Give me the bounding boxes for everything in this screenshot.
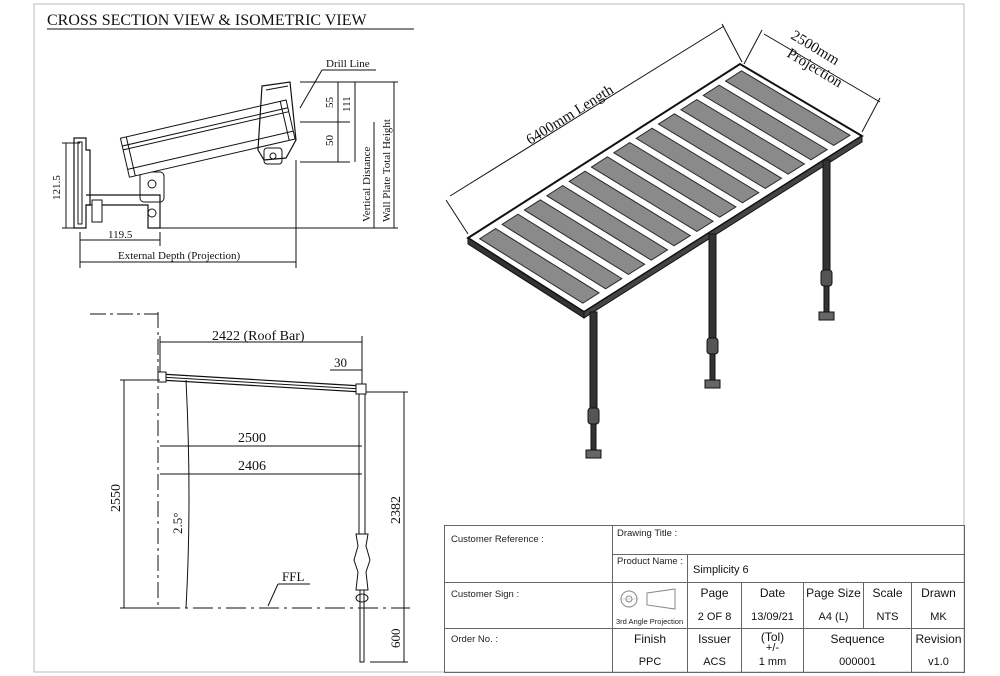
customer-reference-label: Customer Reference : (451, 534, 544, 545)
external-depth-label: External Depth (Projection) (118, 250, 241, 262)
sequence-header: Sequence (830, 632, 885, 646)
revision-header: Revision (915, 632, 962, 646)
gutter-end (257, 81, 297, 161)
tb-divider-v3 (741, 582, 742, 673)
tb-divider-v6 (911, 582, 912, 673)
title-block: Customer Reference : Drawing Title : Pro… (444, 525, 965, 673)
dim-600: 600 (388, 629, 403, 649)
tb-divider-v5 (863, 582, 864, 629)
vertical-distance-label: Vertical Distance (361, 146, 373, 222)
dim-121-5: 121.5 (51, 175, 63, 200)
tb-divider-h1 (612, 554, 965, 555)
tb-divider-v1 (612, 526, 613, 673)
page-size-value: A4 (L) (818, 611, 849, 623)
roof-panel (478, 227, 600, 304)
cross-section-view (62, 69, 398, 268)
roof-panel (590, 156, 715, 233)
finish-header: Finish (633, 632, 666, 646)
issuer-header: Issuer (698, 632, 731, 646)
drawn-value: MK (930, 611, 947, 623)
roof-bar-section (119, 99, 296, 178)
scale-value: NTS (876, 611, 899, 623)
tb-divider-v4 (803, 582, 804, 673)
roof-bar-dimension: 2422 (Roof Bar) (212, 329, 305, 344)
third-angle-projection-symbol (617, 586, 683, 616)
base-bracket (86, 194, 161, 229)
wall-plate-height-label: Wall Plate Total Height (381, 119, 393, 222)
tb-divider-v2 (687, 582, 688, 673)
length-dimension: 6400mm Length (524, 82, 617, 149)
drawing-title-label: Drawing Title : (617, 528, 678, 539)
sheet-title: CROSS SECTION VIEW & ISOMETRIC VIEW (47, 12, 367, 29)
dim-50: 50 (324, 135, 336, 147)
tb-divider-h3 (445, 628, 965, 629)
page-value: 2 OF 8 (697, 611, 732, 623)
order-no-label: Order No. : (451, 634, 498, 645)
projection-symbol-icon (619, 588, 676, 610)
scale-header: Scale (872, 586, 903, 600)
roof-panel (545, 184, 669, 261)
page-size-header: Page Size (806, 586, 861, 600)
tolerance-subheader: +/- (765, 642, 780, 654)
customer-sign-label: Customer Sign : (451, 589, 520, 600)
finish-value: PPC (638, 656, 662, 668)
roof-panel (501, 213, 623, 290)
roof-panel (679, 98, 806, 175)
roof-panel (568, 170, 692, 247)
post-side (353, 393, 371, 663)
dim-30: 30 (334, 355, 347, 370)
page-header: Page (700, 586, 729, 600)
dim-2550: 2550 (109, 484, 124, 512)
drawn-header: Drawn (921, 586, 956, 600)
dim-55: 55 (324, 97, 336, 109)
post-middle (704, 233, 721, 389)
drill-line-label: Drill Line (326, 58, 370, 70)
roof-panel (724, 70, 851, 147)
roof-panels (478, 70, 851, 304)
sequence-value: 000001 (839, 656, 876, 668)
post-back (818, 159, 835, 321)
tolerance-value: 1 mm (758, 656, 787, 668)
roof-panel (523, 199, 646, 276)
date-value: 13/09/21 (751, 611, 794, 623)
product-name-label: Product Name : (617, 556, 683, 567)
side-elevation-view (90, 312, 410, 663)
projection-caption: 3rd Angle Projection (616, 617, 684, 626)
roof-panel (612, 141, 737, 218)
dim-2500: 2500 (238, 431, 266, 446)
angle-label: 2.5° (170, 513, 185, 534)
isometric-view (445, 23, 881, 459)
product-name-value: Simplicity 6 (693, 564, 749, 576)
tolerance-header: (Tol) (760, 630, 785, 644)
tb-divider-h2 (445, 582, 965, 583)
roof-panel (657, 113, 783, 190)
dim-2382: 2382 (389, 496, 404, 524)
roof-panel (635, 127, 760, 204)
dim-111: 111 (341, 96, 353, 112)
roof-side-edge (583, 135, 863, 319)
ffl-label: FFL (282, 569, 304, 584)
date-header: Date (759, 586, 786, 600)
dim-119-5: 119.5 (108, 229, 133, 241)
roof-panel (702, 84, 829, 161)
issuer-value: ACS (703, 656, 726, 668)
tb-divider-v-product (687, 554, 688, 582)
roof-frame (466, 62, 864, 314)
post-front (585, 311, 602, 459)
dim-2406: 2406 (238, 459, 266, 474)
revision-value: v1.0 (928, 656, 949, 668)
